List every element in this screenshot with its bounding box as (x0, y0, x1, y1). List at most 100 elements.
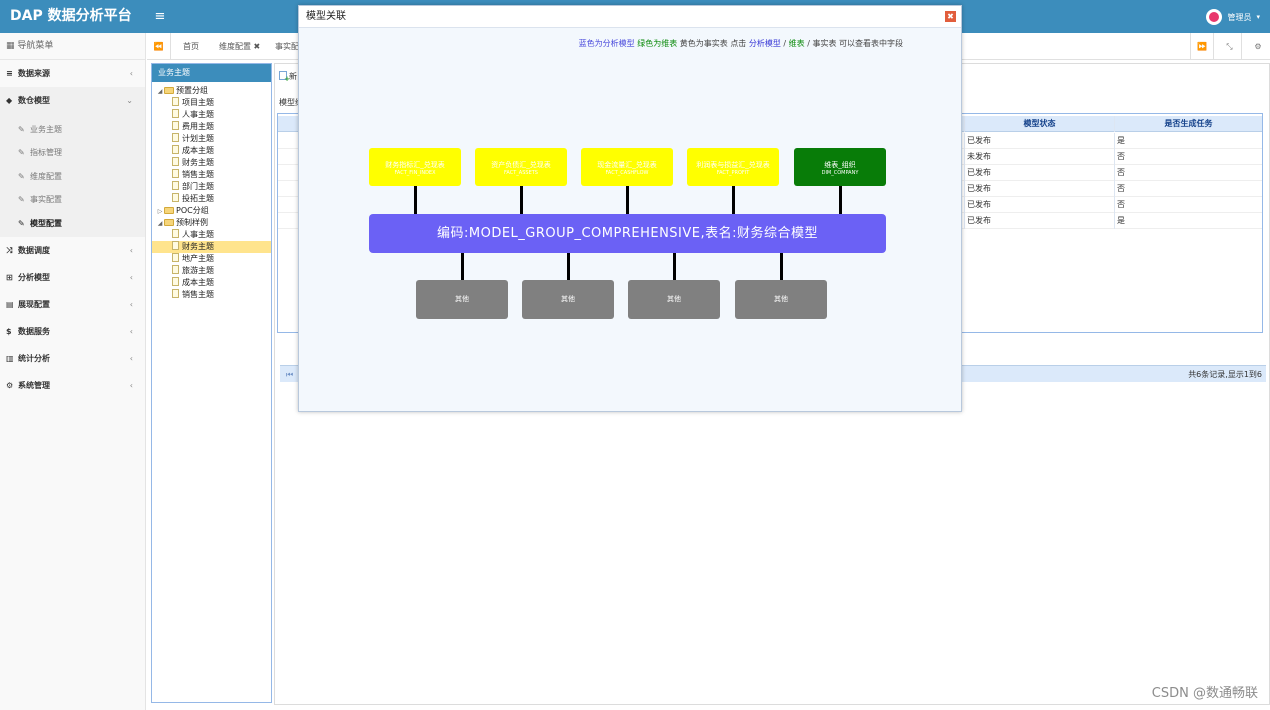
tree-node[interactable]: 项目主题 (152, 97, 271, 109)
legend-sep-2: / (807, 39, 810, 48)
grid-title: 模型维 (279, 98, 303, 107)
tree-node-label: 成本主题 (182, 146, 214, 155)
legend-link-model[interactable]: 分析模型 (748, 39, 781, 48)
tree-node-label: 预置分组 (176, 86, 208, 95)
tree-node-label: 地产主题 (182, 254, 214, 263)
connector-line (673, 253, 676, 280)
analysis-model-box[interactable]: 编码:MODEL_GROUP_COMPREHENSIVE,表名:财务综合模型 (369, 214, 886, 253)
sidebar-subitem-3[interactable]: ✎事实配置 (0, 188, 145, 211)
tree-node[interactable]: ▷POC分组 (152, 205, 271, 217)
table-name: 现金流量汇_兑现表 (597, 161, 657, 169)
tree-node[interactable]: ◢预制样例 (152, 217, 271, 229)
tree-node[interactable]: 成本主题 (152, 145, 271, 157)
tree-node[interactable]: 财务主题 (152, 241, 271, 253)
file-icon (172, 97, 179, 106)
file-icon (172, 121, 179, 130)
shuffle-icon: ⤨ (6, 245, 13, 255)
sidebar-item-label: 统计分析 (18, 353, 50, 363)
tabs-forward-icon[interactable]: ⏩ (1190, 33, 1214, 60)
sidebar-item-7[interactable]: ⚙系统管理‹ (0, 372, 145, 399)
dollar-icon: $ (6, 326, 12, 336)
tree-node[interactable]: 成本主题 (152, 277, 271, 289)
connector-line (567, 253, 570, 280)
tree-node-label: 投拓主题 (182, 194, 214, 203)
leaf-icon: ✎ (18, 171, 25, 181)
expand-icon[interactable]: ▷ (157, 208, 163, 215)
settings-icon[interactable]: ⚙ (1254, 42, 1262, 51)
add-button-label: 新 (289, 72, 297, 81)
add-button[interactable]: 新 (279, 71, 297, 83)
sidebar-item-6[interactable]: ▥统计分析‹ (0, 345, 145, 372)
sidebar-item-0[interactable]: ≡数据来源‹ (0, 60, 145, 87)
user-menu[interactable]: 管理员 ▾ (1206, 8, 1260, 26)
tree-node-label: 人事主题 (182, 230, 214, 239)
collapse-icon[interactable]: ◢ (157, 88, 163, 95)
sidebar-subitem-0[interactable]: ✎业务主题 (0, 118, 145, 141)
file-icon (172, 229, 179, 238)
pager-first-icon[interactable]: ⏮ (286, 370, 294, 379)
tree-node[interactable]: 旅游主题 (152, 265, 271, 277)
other-table-box[interactable]: 其他 (735, 280, 827, 319)
model-relation-diagram: 编码:MODEL_GROUP_COMPREHENSIVE,表名:财务综合模型 财… (299, 28, 963, 412)
tree-node[interactable]: 销售主题 (152, 289, 271, 301)
nav-list: ≡数据来源‹◆数仓模型⌄✎业务主题✎指标管理✎维度配置✎事实配置✎模型配置⤨数据… (0, 60, 145, 399)
legend-click: 点击 (730, 39, 747, 48)
sidebar-subitem-1[interactable]: ✎指标管理 (0, 141, 145, 164)
tab-fact-config[interactable]: 事实配 (275, 42, 299, 51)
menu-toggle-icon[interactable]: ≡ (154, 9, 166, 24)
sidebar-item-5[interactable]: $数据服务‹ (0, 318, 145, 345)
sidebar-subitem-4[interactable]: ✎模型配置 (0, 212, 145, 235)
file-icon (172, 289, 179, 298)
fullscreen-icon[interactable]: ⤡ (1218, 33, 1242, 60)
sidebar-item-4[interactable]: ▤展现配置‹ (0, 291, 145, 318)
tree-node[interactable]: 地产主题 (152, 253, 271, 265)
legend-green: 绿色为维表 (637, 39, 678, 48)
tree-node-label: 财务主题 (182, 242, 214, 251)
close-icon[interactable]: ✖ (945, 11, 956, 22)
app-title[interactable]: DAP 数据分析平台 (10, 8, 132, 24)
sidebar-item-label: 分析模型 (18, 272, 50, 282)
table-code: FACT_CASHFLOW (605, 170, 649, 176)
sidebar-item-label: 数据来源 (18, 69, 50, 78)
tree-node[interactable]: 计划主题 (152, 133, 271, 145)
tab-home[interactable]: 首页 (183, 42, 199, 51)
collapse-icon[interactable]: ◢ (157, 220, 163, 227)
chevron-left-icon: ‹ (129, 353, 133, 363)
model-relation-dialog: 模型关联 ✖ 蓝色为分析模型 绿色为维表 黄色为事实表 点击 分析模型 / 维表… (298, 5, 962, 412)
tree-node[interactable]: 投拓主题 (152, 193, 271, 205)
file-icon (172, 109, 179, 118)
folder-icon (164, 207, 174, 214)
tree-node[interactable]: 部门主题 (152, 181, 271, 193)
legend-link-dim[interactable]: 维表 (788, 39, 805, 48)
tree-node[interactable]: 人事主题 (152, 229, 271, 241)
column-header: 模型状态 (964, 116, 1114, 132)
file-icon (172, 193, 179, 202)
file-icon (172, 241, 179, 250)
sidebar-item-1[interactable]: ◆数仓模型⌄ (0, 87, 145, 114)
connector-line (839, 186, 842, 214)
tree-node-label: 销售主题 (182, 290, 214, 299)
tabs-back-icon[interactable]: ⏪ (147, 33, 171, 60)
sidebar-subitem-label: 事实配置 (30, 195, 62, 205)
other-table-box[interactable]: 其他 (416, 280, 508, 319)
tree-node[interactable]: 费用主题 (152, 121, 271, 133)
tree-node[interactable]: ◢ 预置分组 (152, 85, 271, 97)
table-code: FACT_ASSETS (504, 170, 538, 176)
tree-node[interactable]: 财务主题 (152, 157, 271, 169)
legend-fact[interactable]: 事实表 (812, 39, 837, 48)
tree-node[interactable]: 销售主题 (152, 169, 271, 181)
sidebar-item-3[interactable]: ⊞分析模型‹ (0, 264, 145, 291)
other-table-box[interactable]: 其他 (522, 280, 614, 319)
sidebar-item-2[interactable]: ⤨数据调度‹ (0, 237, 145, 264)
other-table-box[interactable]: 其他 (628, 280, 720, 319)
tree-node[interactable]: 人事主题 (152, 109, 271, 121)
connector-line (414, 186, 417, 214)
tab-dimension-config[interactable]: 维度配置 ✖ (219, 42, 261, 51)
chevron-left-icon: ‹ (129, 326, 133, 336)
sidebar-subitem-2[interactable]: ✎维度配置 (0, 165, 145, 188)
